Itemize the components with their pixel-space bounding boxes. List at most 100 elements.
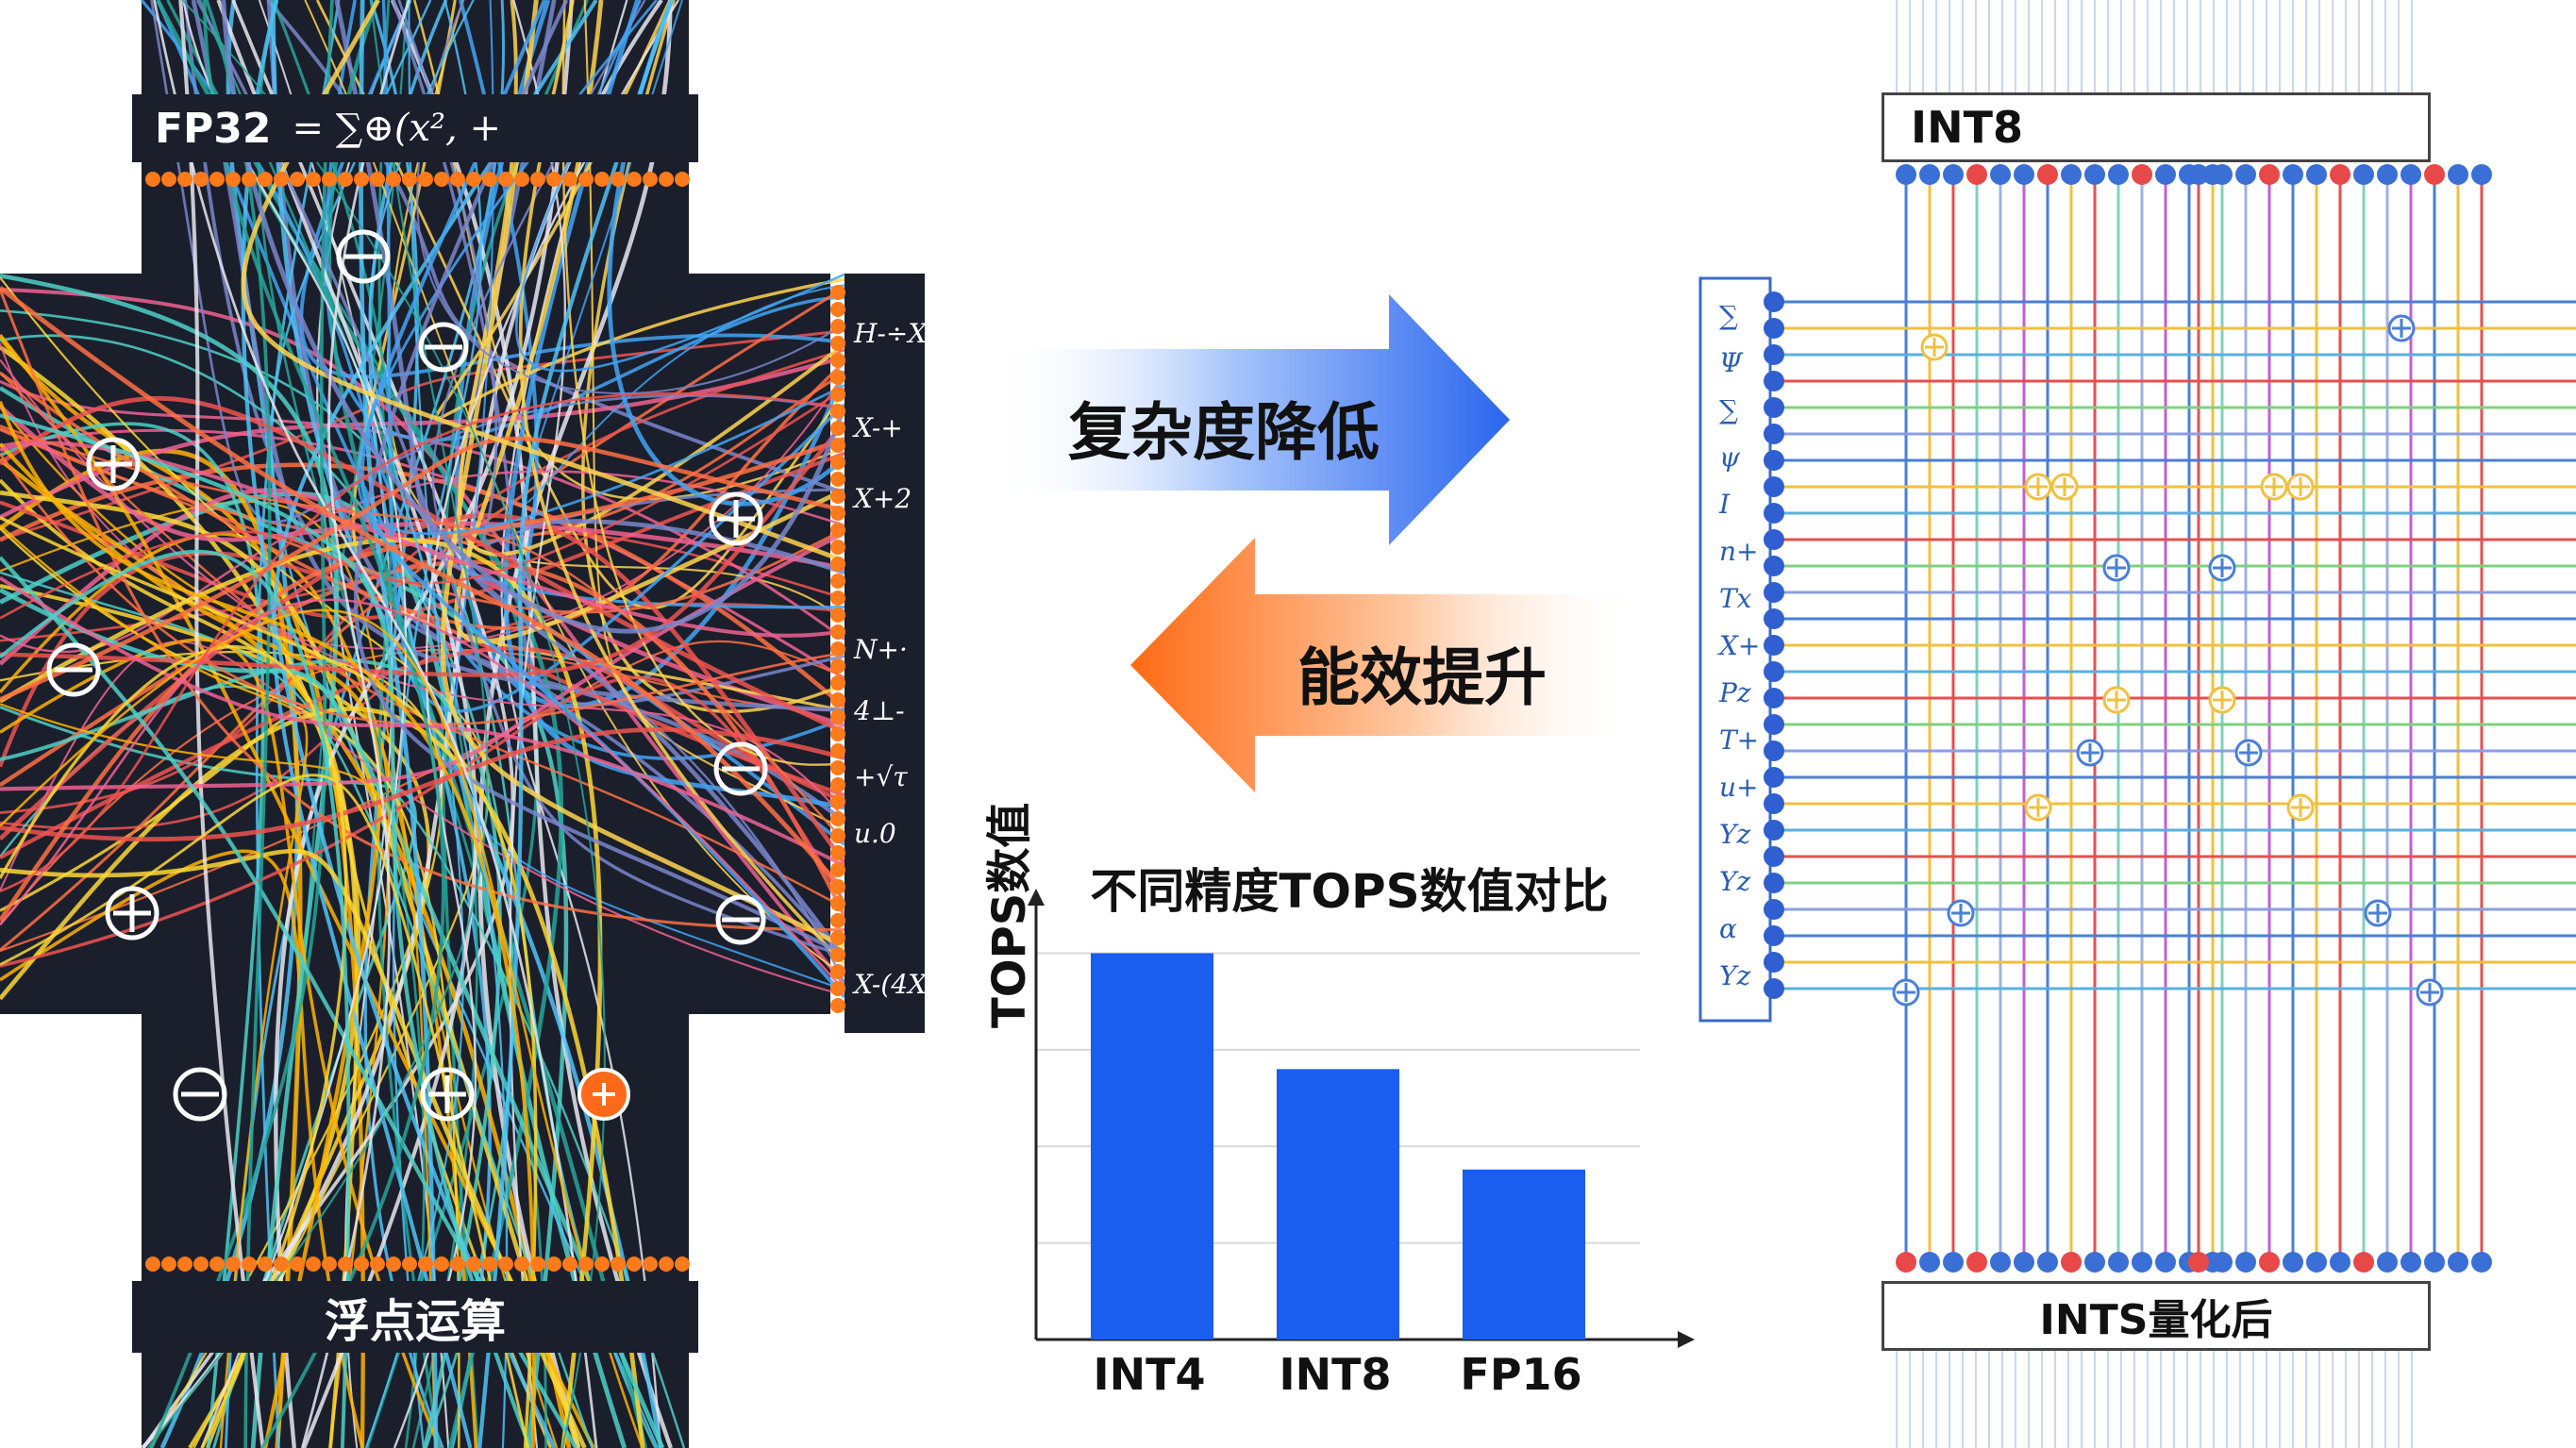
top-dot	[1943, 164, 1964, 185]
top-dot	[1966, 164, 1987, 185]
chart-bar-int8	[1277, 1069, 1399, 1340]
orange-dot	[562, 1257, 577, 1272]
orange-dot	[482, 172, 497, 187]
orange-dot	[830, 438, 845, 453]
left-dot	[1764, 714, 1784, 735]
orange-dot	[611, 172, 626, 187]
top-dot	[2306, 164, 2327, 185]
orange-dot	[830, 607, 845, 623]
left-dot	[1764, 793, 1784, 814]
orange-dot	[830, 845, 845, 860]
int8-top-dots	[1896, 164, 2492, 185]
wire	[0, 333, 595, 1448]
left-dot	[1764, 476, 1784, 497]
orange-dot	[830, 777, 845, 792]
wire	[153, 0, 598, 1448]
orange-dot	[161, 1257, 176, 1272]
orange-dot	[675, 172, 690, 187]
wire	[0, 551, 845, 798]
orange-dot	[354, 172, 369, 187]
orange-dot	[830, 913, 845, 928]
left-panel-symbol: Ψ	[1719, 347, 1743, 378]
chart-bar-int4	[1091, 953, 1213, 1340]
top-dot	[2212, 164, 2233, 185]
left-panel-symbol: I	[1719, 489, 1731, 520]
fp32-title: FP32	[155, 104, 272, 153]
left-panel-symbol: Yz	[1719, 960, 1751, 991]
bottom-dot	[2188, 1252, 2209, 1273]
wire	[156, 0, 564, 1448]
fp32-right-edge-bar	[845, 274, 925, 1033]
orange-dot	[306, 172, 321, 187]
orange-dot	[830, 726, 845, 741]
orange-dot	[145, 1257, 160, 1272]
orange-dot	[482, 1257, 497, 1272]
int8-bottom-dots	[1896, 1252, 2492, 1273]
left-panel-symbol: ψ	[1719, 441, 1740, 473]
orange-dot	[578, 172, 594, 187]
fp32-panel	[0, 0, 925, 1448]
orange-dot	[643, 1257, 658, 1272]
orange-dot	[386, 172, 401, 187]
bottom-dot	[2471, 1252, 2492, 1273]
bottom-dot	[1943, 1252, 1964, 1273]
top-dot	[2037, 164, 2058, 185]
orange-dot	[258, 1257, 273, 1272]
orange-dot	[830, 557, 845, 572]
bottom-dot	[2448, 1252, 2468, 1273]
top-dot	[2424, 164, 2445, 185]
left-dot	[1764, 688, 1784, 708]
bottom-dot	[2283, 1252, 2303, 1273]
int8-junction-nodes	[1892, 314, 2444, 1007]
top-dot	[1919, 164, 1940, 185]
orange-dot	[418, 172, 433, 187]
orange-dot	[830, 896, 845, 911]
bottom-dot	[1896, 1252, 1916, 1273]
edge-math-label: H-÷X	[854, 318, 928, 349]
orange-dot	[450, 1257, 465, 1272]
wire	[300, 0, 410, 1448]
bottom-dot	[2424, 1252, 2445, 1273]
orange-dot	[830, 489, 845, 504]
orange-dot	[830, 285, 845, 300]
bottom-dot	[2400, 1252, 2421, 1273]
orange-dot	[242, 1257, 257, 1272]
wire	[583, 0, 845, 830]
left-dot	[1764, 978, 1784, 999]
top-dot	[2188, 164, 2209, 185]
left-dot	[1764, 899, 1784, 920]
wire	[0, 608, 644, 1448]
left-dot	[1764, 608, 1784, 629]
wire	[0, 646, 845, 860]
orange-dot	[306, 1257, 321, 1272]
orange-dot	[830, 523, 845, 538]
wire	[0, 648, 845, 925]
orange-dot	[498, 1257, 513, 1272]
wire	[477, 0, 674, 1448]
orange-dot	[402, 1257, 417, 1272]
wire	[195, 0, 845, 957]
bottom-dot	[2353, 1252, 2374, 1273]
bottom-dot	[2330, 1252, 2350, 1273]
wire	[607, 0, 846, 507]
chart-x-arrow	[1678, 1331, 1695, 1348]
orange-dot	[830, 964, 845, 979]
bottom-dot	[1990, 1252, 2011, 1273]
orange-dot	[434, 1257, 449, 1272]
orange-dot	[830, 794, 845, 809]
wire	[0, 442, 382, 1448]
left-dot	[1764, 529, 1784, 550]
orange-dot	[354, 1257, 369, 1272]
int8-bottom-label: INTS量化后	[1882, 1281, 2431, 1351]
orange-dot	[594, 172, 610, 187]
orange-dot	[322, 1257, 337, 1272]
wire	[149, 0, 334, 1448]
orange-dot	[830, 760, 845, 775]
left-panel-symbol: ∑	[1719, 394, 1738, 425]
tops-bar-chart	[1028, 889, 1695, 1348]
orange-dot	[830, 658, 845, 674]
orange-dot	[418, 1257, 433, 1272]
wire	[0, 703, 437, 1448]
wire	[272, 0, 598, 1448]
orange-dot	[562, 172, 577, 187]
